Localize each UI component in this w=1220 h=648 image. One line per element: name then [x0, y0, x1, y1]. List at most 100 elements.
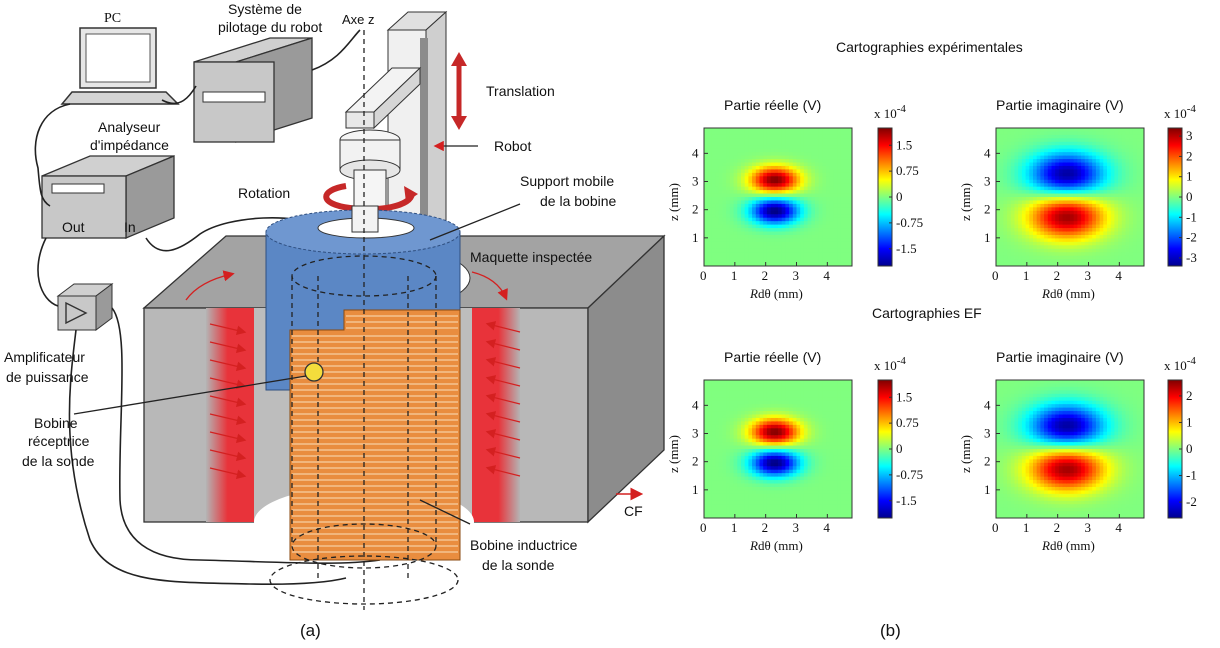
receiver-label-2: réceptrice	[28, 433, 90, 449]
y-tick-label: 1	[984, 482, 991, 497]
panel-title: Partie imaginaire (V)	[996, 349, 1124, 365]
x-tick-label: 0	[992, 520, 999, 535]
colorbar-tick: 1.5	[896, 389, 912, 404]
colorbar-tick: 0.75	[896, 415, 919, 430]
coil-windings	[292, 315, 458, 553]
maps-b: Cartographies expérimentales Cartographi…	[666, 39, 1197, 640]
y-axis-label: z (mm)	[958, 183, 973, 221]
heatmap	[704, 128, 853, 267]
colorbar-tick: 2	[1186, 148, 1193, 163]
x-tick-label: 3	[793, 520, 800, 535]
plot-frame	[995, 379, 1145, 519]
receiver-pointer	[73, 375, 307, 415]
panel-title: Partie réelle (V)	[724, 349, 821, 365]
x-tick-label: 1	[1023, 520, 1029, 535]
colorbar-tick: 1	[1186, 414, 1193, 429]
x-tick-label: 1	[1023, 268, 1029, 283]
eddy-arrow	[209, 359, 247, 372]
colorbar-exponent: x 10-4	[1164, 103, 1196, 121]
y-tick-label: 4	[984, 397, 991, 412]
colorbar-tick: 0.75	[896, 163, 919, 178]
heatmap	[996, 380, 1145, 519]
y-tick-label: 1	[984, 230, 991, 245]
panel-title: Partie réelle (V)	[724, 97, 821, 113]
eddy-arrow	[485, 339, 521, 351]
eddy-arrow	[485, 321, 521, 333]
plot-frame	[703, 127, 853, 267]
colorbar-tick: 1.5	[896, 137, 912, 152]
y-tick-label: 2	[984, 454, 991, 469]
eddy-arrow	[209, 377, 247, 390]
y-axis-label: z (mm)	[666, 435, 681, 473]
eddy-arrow	[209, 395, 247, 408]
heatmap	[704, 380, 853, 519]
colorbar-tick: -1.5	[896, 241, 917, 256]
colorbar-tick: 0	[896, 441, 903, 456]
y-tick-label: 3	[984, 426, 991, 441]
eddy-arrow	[209, 341, 247, 354]
y-axis-label: z (mm)	[958, 435, 973, 473]
eddy-arrow	[185, 270, 235, 301]
eddy-arrow	[485, 465, 521, 477]
eddy-arrow	[209, 413, 247, 426]
amplifier-label-2: de puissance	[6, 369, 89, 385]
colorbar-tick: -3	[1186, 250, 1197, 265]
y-tick-label: 2	[984, 202, 991, 217]
colorbar-tick: -1.5	[896, 493, 917, 508]
x-tick-label: 1	[731, 520, 738, 535]
out-port-label: Out	[62, 219, 85, 235]
y-tick-label: 3	[692, 174, 699, 189]
y-tick-label: 3	[984, 174, 991, 189]
x-tick-label: 4	[823, 520, 830, 535]
caption-a: (a)	[300, 621, 321, 640]
y-tick-label: 1	[692, 230, 699, 245]
translation-arrow: Translation	[451, 52, 555, 130]
colorbar-exponent: x 10-4	[874, 103, 906, 121]
amplifier-label-1: Amplificateur	[4, 349, 85, 365]
in-port-label: In	[124, 219, 136, 235]
colorbar-tick: -2	[1186, 230, 1197, 245]
heatmap	[996, 128, 1145, 267]
inductor-pointer	[419, 499, 471, 525]
colorbar-exponent: x 10-4	[1164, 355, 1196, 373]
x-tick-label: 1	[731, 268, 738, 283]
analyzer-label-1: Analyseur	[98, 119, 161, 135]
x-tick-label: 4	[1115, 268, 1122, 283]
colorbar-tick: -0.75	[896, 467, 923, 482]
x-tick-label: 4	[1115, 520, 1122, 535]
diagram-a: PC Système de pilotage du robot Analyseu…	[4, 1, 666, 640]
rotation-label: Rotation	[238, 185, 290, 201]
eddy-arrow	[209, 323, 247, 336]
colorbar-tick: -0.75	[896, 215, 923, 230]
eddy-arrow	[485, 393, 521, 405]
caption-b: (b)	[880, 621, 901, 640]
header-experimental: Cartographies expérimentales	[836, 39, 1023, 55]
x-tick-label: 3	[1085, 268, 1092, 283]
colorbar-tick: -1	[1186, 209, 1197, 224]
y-tick-label: 2	[692, 202, 699, 217]
x-tick-label: 2	[762, 520, 769, 535]
colorbar-tick: -2	[1186, 494, 1197, 509]
y-tick-label: 4	[984, 145, 991, 160]
eddy-arrow	[209, 449, 247, 462]
analyzer-label-2: d'impédance	[90, 137, 169, 153]
cf-label: CF	[624, 503, 643, 519]
support-label-1: Support mobile	[520, 173, 614, 189]
receiver-label-1: Bobine	[34, 415, 78, 431]
impedance-analyzer: Analyseur d'impédance Out In	[41, 119, 175, 239]
robot-control-label-2: pilotage du robot	[218, 19, 322, 35]
robot-arm	[339, 66, 422, 221]
mockup-label: Maquette inspectée	[470, 249, 592, 265]
y-tick-label: 1	[692, 482, 699, 497]
z-axis-label: Axe z	[342, 12, 375, 27]
x-axis-label: Rdθ (mm)	[749, 286, 803, 301]
rotation-arrow: Rotation	[238, 183, 418, 213]
support-pointer	[429, 203, 521, 241]
plot-frame	[703, 379, 853, 519]
x-tick-label: 2	[762, 268, 769, 283]
inductor-label-2: de la sonde	[482, 557, 555, 573]
